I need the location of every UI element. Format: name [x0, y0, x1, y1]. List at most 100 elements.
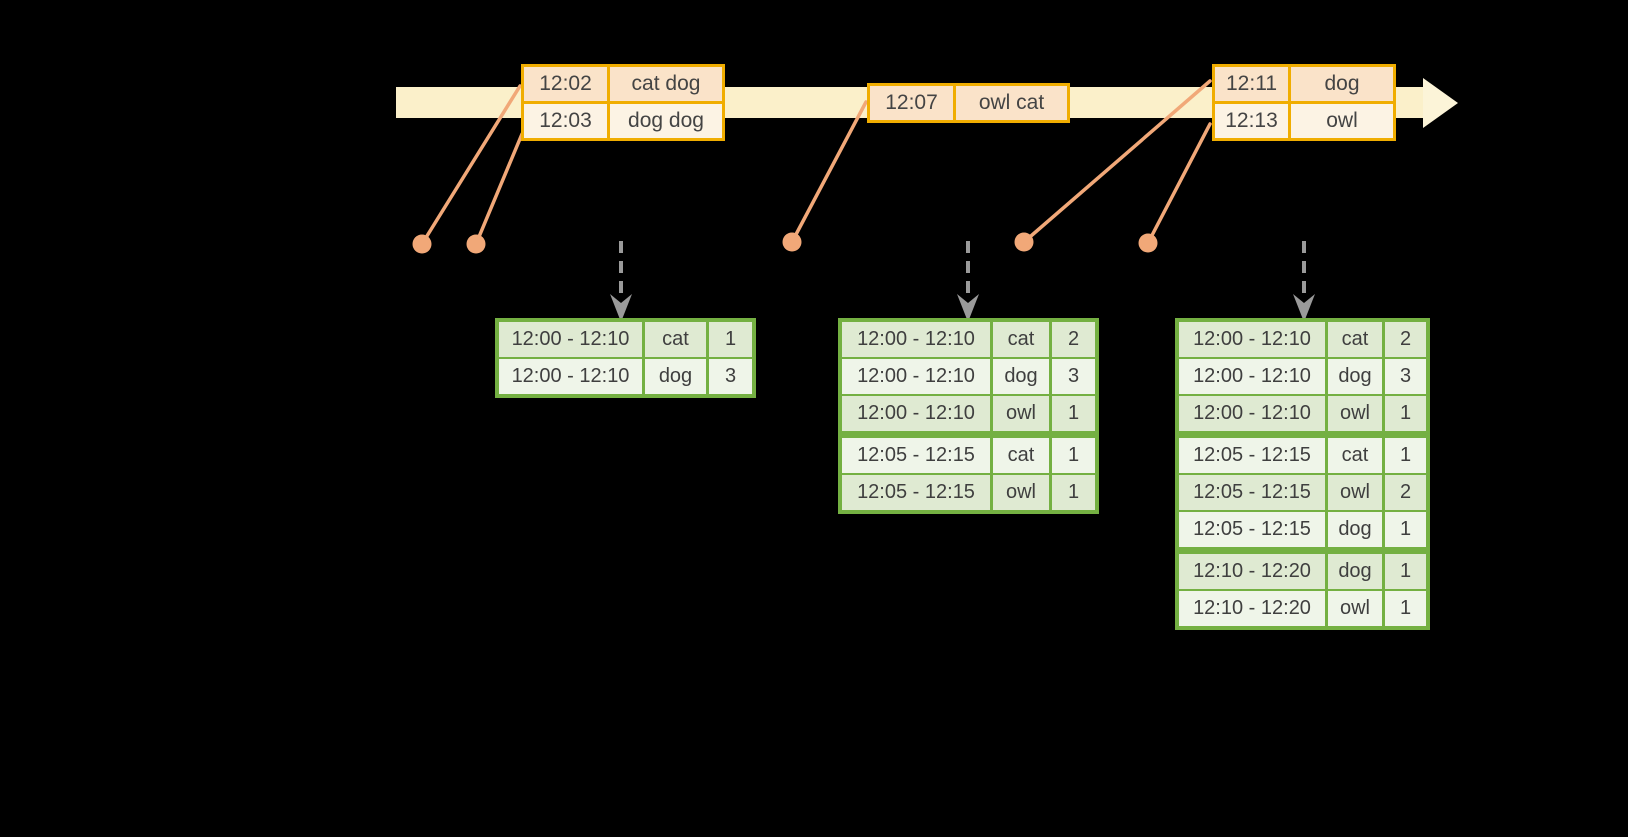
count-cell: 1 — [1385, 396, 1426, 431]
event-box-2: 12:07 owl cat — [867, 83, 1070, 123]
event-words: owl cat — [956, 86, 1067, 120]
window-cell: 12:05 - 12:15 — [842, 438, 990, 473]
table-row: 12:05 - 12:15 owl 2 — [1179, 475, 1426, 510]
event-dot — [782, 232, 802, 252]
word-cell: dog — [1328, 554, 1382, 589]
window-cell: 12:00 - 12:10 — [842, 322, 990, 357]
word-cell: cat — [993, 322, 1049, 357]
table-row: 12:00 - 12:10 owl 1 — [842, 396, 1095, 431]
event-time: 12:02 — [524, 67, 607, 101]
event-row: 12:07 owl cat — [870, 86, 1067, 120]
count-cell: 1 — [1385, 512, 1426, 547]
event-box-1: 12:02 cat dog 12:03 dog dog — [521, 64, 725, 141]
event-time: 12:13 — [1215, 104, 1288, 138]
event-connector-lines — [420, 79, 1212, 246]
count-cell: 3 — [1385, 359, 1426, 394]
table-row: 12:05 - 12:15 owl 1 — [842, 475, 1095, 510]
word-cell: cat — [993, 438, 1049, 473]
window-cell: 12:05 - 12:15 — [842, 475, 990, 510]
count-cell: 1 — [1385, 438, 1426, 473]
event-row: 12:11 dog — [1215, 67, 1393, 101]
word-cell: owl — [1328, 396, 1382, 431]
table-row: 12:05 - 12:15 dog 1 — [1179, 512, 1426, 547]
word-cell: cat — [1328, 322, 1382, 357]
event-dots — [412, 232, 1158, 254]
window-cell: 12:05 - 12:15 — [1179, 512, 1325, 547]
arrow-down-icon — [610, 294, 632, 322]
event-row: 12:03 dog dog — [524, 104, 722, 138]
arrow-down-icon — [957, 294, 979, 322]
count-cell: 1 — [1385, 591, 1426, 626]
word-cell: cat — [645, 322, 706, 357]
event-words: owl — [1291, 104, 1393, 138]
event-time: 12:11 — [1215, 67, 1288, 101]
trigger-arrow — [957, 241, 979, 322]
event-connector-line — [1022, 79, 1212, 244]
table-row: 12:00 - 12:10 cat 2 — [842, 322, 1095, 357]
event-time: 12:07 — [870, 86, 953, 120]
count-cell: 1 — [709, 322, 752, 357]
word-cell: dog — [1328, 359, 1382, 394]
word-cell: dog — [993, 359, 1049, 394]
table-row: 12:10 - 12:20 dog 1 — [1179, 554, 1426, 589]
event-box-3: 12:11 dog 12:13 owl — [1212, 64, 1396, 141]
event-dot — [1138, 233, 1158, 253]
table-row: 12:00 - 12:10 cat 2 — [1179, 322, 1426, 357]
count-cell: 1 — [1052, 475, 1095, 510]
event-row: 12:02 cat dog — [524, 67, 722, 101]
trigger-arrows — [610, 241, 1315, 322]
arrow-down-icon — [1293, 294, 1315, 322]
count-cell: 1 — [1052, 438, 1095, 473]
event-words: dog dog — [610, 104, 722, 138]
word-cell: dog — [645, 359, 706, 394]
word-cell: owl — [993, 475, 1049, 510]
event-row: 12:13 owl — [1215, 104, 1393, 138]
count-cell: 3 — [1052, 359, 1095, 394]
event-words: cat dog — [610, 67, 722, 101]
window-cell: 12:10 - 12:20 — [1179, 554, 1325, 589]
table-row: 12:05 - 12:15 cat 1 — [1179, 438, 1426, 473]
count-cell: 2 — [1385, 475, 1426, 510]
word-cell: owl — [1328, 475, 1382, 510]
word-cell: owl — [1328, 591, 1382, 626]
word-cell: owl — [993, 396, 1049, 431]
event-connector-line — [790, 100, 868, 244]
event-words: dog — [1291, 67, 1393, 101]
window-cell: 12:00 - 12:10 — [499, 359, 642, 394]
result-table-3: 12:00 - 12:10 cat 2 12:00 - 12:10 dog 3 … — [1175, 318, 1430, 630]
result-table-1: 12:00 - 12:10 cat 1 12:00 - 12:10 dog 3 — [495, 318, 756, 398]
event-dot — [466, 234, 486, 254]
timeline-arrowhead-icon — [1423, 78, 1458, 128]
count-cell: 1 — [1052, 396, 1095, 431]
count-cell: 3 — [709, 359, 752, 394]
table-row: 12:00 - 12:10 dog 3 — [499, 359, 752, 394]
count-cell: 2 — [1385, 322, 1426, 357]
word-cell: dog — [1328, 512, 1382, 547]
word-cell: cat — [1328, 438, 1382, 473]
window-cell: 12:00 - 12:10 — [842, 396, 990, 431]
count-cell: 2 — [1052, 322, 1095, 357]
event-dot — [412, 234, 432, 254]
result-table-2: 12:00 - 12:10 cat 2 12:00 - 12:10 dog 3 … — [838, 318, 1099, 514]
window-cell: 12:05 - 12:15 — [1179, 475, 1325, 510]
table-row: 12:00 - 12:10 dog 3 — [842, 359, 1095, 394]
window-cell: 12:05 - 12:15 — [1179, 438, 1325, 473]
event-connector-line — [420, 84, 522, 246]
window-cell: 12:00 - 12:10 — [1179, 396, 1325, 431]
window-cell: 12:00 - 12:10 — [842, 359, 990, 394]
event-time: 12:03 — [524, 104, 607, 138]
trigger-arrow — [610, 241, 632, 322]
table-row: 12:10 - 12:20 owl 1 — [1179, 591, 1426, 626]
event-connector-line — [1146, 122, 1212, 245]
window-cell: 12:00 - 12:10 — [1179, 322, 1325, 357]
window-cell: 12:00 - 12:10 — [499, 322, 642, 357]
event-dot — [1014, 232, 1034, 252]
event-connector-line — [474, 132, 524, 246]
table-row: 12:05 - 12:15 cat 1 — [842, 438, 1095, 473]
table-row: 12:00 - 12:10 cat 1 — [499, 322, 752, 357]
table-row: 12:00 - 12:10 owl 1 — [1179, 396, 1426, 431]
window-cell: 12:00 - 12:10 — [1179, 359, 1325, 394]
table-row: 12:00 - 12:10 dog 3 — [1179, 359, 1426, 394]
trigger-arrow — [1293, 241, 1315, 322]
